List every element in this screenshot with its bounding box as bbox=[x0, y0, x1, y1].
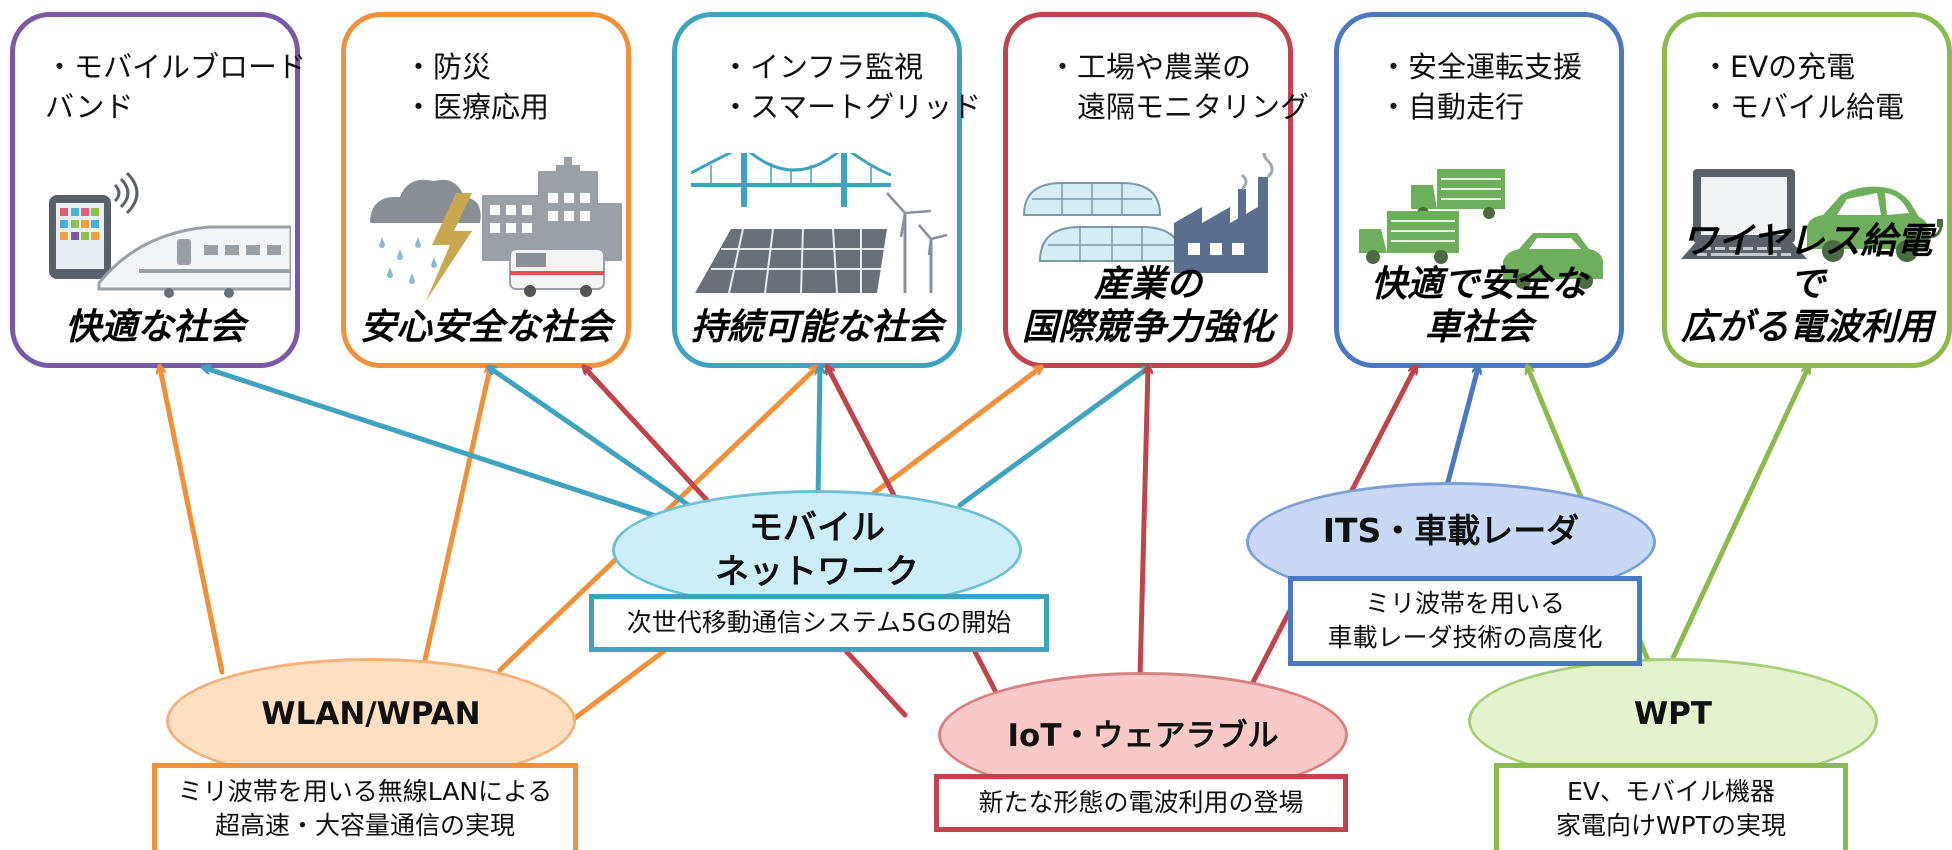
disaster-and-hospital-illustration bbox=[370, 157, 622, 301]
arrow-mobile-p1 bbox=[205, 368, 671, 523]
bullet-text: ・自動走行 bbox=[1379, 90, 1525, 124]
note-wpt: EV、モバイル機器 家電向けWPTの実現 bbox=[1494, 763, 1848, 850]
panel-safe-car-society: ・安全運転支援 ・自動走行 快適で安全な車社会 bbox=[1334, 12, 1624, 368]
note-text: 超高速・大容量通信の実現 bbox=[214, 811, 515, 840]
trucks-and-car-illustration bbox=[1359, 169, 1603, 289]
panel-title: 安心安全な社会 bbox=[359, 307, 612, 348]
panel-bullets: ・モバイルブロード バンド bbox=[15, 47, 307, 127]
bullet-text: ・モバイルブロード bbox=[45, 50, 307, 84]
panel-title: 持続可能な社会 bbox=[690, 307, 943, 348]
panel-industrial-competitiveness: ・工場や農業の 遠隔モニタリング 産業の国際競争力強化 bbox=[1003, 12, 1310, 368]
panel-safe-society: ・防災 ・医療応用 安心安全な社会 bbox=[341, 12, 631, 368]
laptop-and-ev-illustration bbox=[1681, 169, 1943, 262]
panel-bullets: ・インフラ監視 ・スマートグリッド bbox=[677, 47, 982, 127]
bullet-text: ・インフラ監視 bbox=[721, 50, 924, 84]
node-label: WPT bbox=[1633, 696, 1713, 732]
note-text: 車載レーダ技術の高度化 bbox=[1327, 623, 1603, 652]
note-text: ミリ波帯を用いる bbox=[1364, 589, 1565, 618]
panel-title: 快適で安全な車社会 bbox=[1370, 264, 1587, 348]
bullet-text: バンド bbox=[45, 90, 134, 124]
arrow-wlan-p1 bbox=[160, 368, 225, 675]
bullet-text: ・スマートグリッド bbox=[721, 90, 982, 124]
arrow-mobile-p4 bbox=[957, 368, 1148, 508]
panel-title: 産業の国際競争力強化 bbox=[1021, 264, 1274, 348]
panel-wireless-power: ・EVの充電 ・モバイル給電 ワイヤレス給電で広がる電波利用 bbox=[1662, 12, 1952, 368]
panel-bullets: ・安全運転支援 ・自動走行 bbox=[1339, 47, 1619, 127]
bullet-text: ・安全運転支援 bbox=[1379, 50, 1583, 84]
note-iot-wearable: 新たな形態の電波利用の登場 bbox=[934, 774, 1348, 832]
tablet-and-train-illustration bbox=[49, 171, 291, 298]
node-label: モバイル bbox=[749, 508, 885, 548]
bridge-solar-wind-illustration bbox=[691, 153, 948, 294]
panel-bullets: ・防災 ・医療応用 bbox=[346, 47, 626, 127]
arrow-its-p5 bbox=[1445, 368, 1478, 485]
node-mobile-network: モバイルネットワーク bbox=[612, 490, 1022, 610]
note-text: 新たな形態の電波利用の登場 bbox=[978, 788, 1304, 817]
bullet-text: ・工場や農業の bbox=[1048, 50, 1252, 84]
arrow-iot-p4 bbox=[1137, 368, 1148, 681]
panel-title: 快適な社会 bbox=[64, 307, 245, 348]
node-label: ITS・車載レーダ bbox=[1322, 511, 1580, 550]
bullet-text: 遠隔モニタリング bbox=[1048, 90, 1310, 124]
arrow-mobile-p3 bbox=[818, 368, 820, 503]
bullet-text: ・防災 bbox=[404, 50, 492, 84]
greenhouse-and-factory-illustration bbox=[1022, 153, 1274, 273]
panel-comfortable-society: ・モバイルブロード バンド 快適な社会 bbox=[10, 12, 307, 368]
note-text: EV、モバイル機器 bbox=[1567, 777, 1775, 806]
panel-bullets: ・工場や農業の 遠隔モニタリング bbox=[1008, 47, 1310, 127]
bullet-text: ・モバイル給電 bbox=[1701, 90, 1905, 124]
node-label: IoT・ウェアラブル bbox=[1007, 717, 1279, 754]
note-mobile-network: 次世代移動通信システム5Gの開始 bbox=[589, 594, 1049, 652]
node-label: ネットワーク bbox=[715, 552, 919, 592]
bullet-text: ・医療応用 bbox=[404, 90, 550, 124]
arrow-wpt-p6 bbox=[1669, 368, 1808, 663]
arrow-wlan-p2 bbox=[422, 368, 490, 663]
node-label: WLAN/WPAN bbox=[261, 696, 481, 732]
note-text: ミリ波帯を用いる無線LANによる bbox=[177, 777, 553, 806]
note-wlan-wpan: ミリ波帯を用いる無線LANによる 超高速・大容量通信の実現 bbox=[152, 763, 578, 850]
arrow-mobile-p2 bbox=[490, 368, 713, 523]
note-text: 家電向けWPTの実現 bbox=[1555, 811, 1787, 840]
panel-bullets: ・EVの充電 ・モバイル給電 bbox=[1667, 47, 1947, 127]
panel-sustainable-society: ・インフラ監視 ・スマートグリッド 持続可能な社会 bbox=[672, 12, 982, 368]
note-its-radar: ミリ波帯を用いる 車載レーダ技術の高度化 bbox=[1288, 576, 1642, 666]
bullet-text: ・EVの充電 bbox=[1701, 50, 1856, 84]
panel-title: ワイヤレス給電で広がる電波利用 bbox=[1680, 221, 1933, 348]
note-text: 次世代移動通信システム5Gの開始 bbox=[626, 608, 1012, 637]
